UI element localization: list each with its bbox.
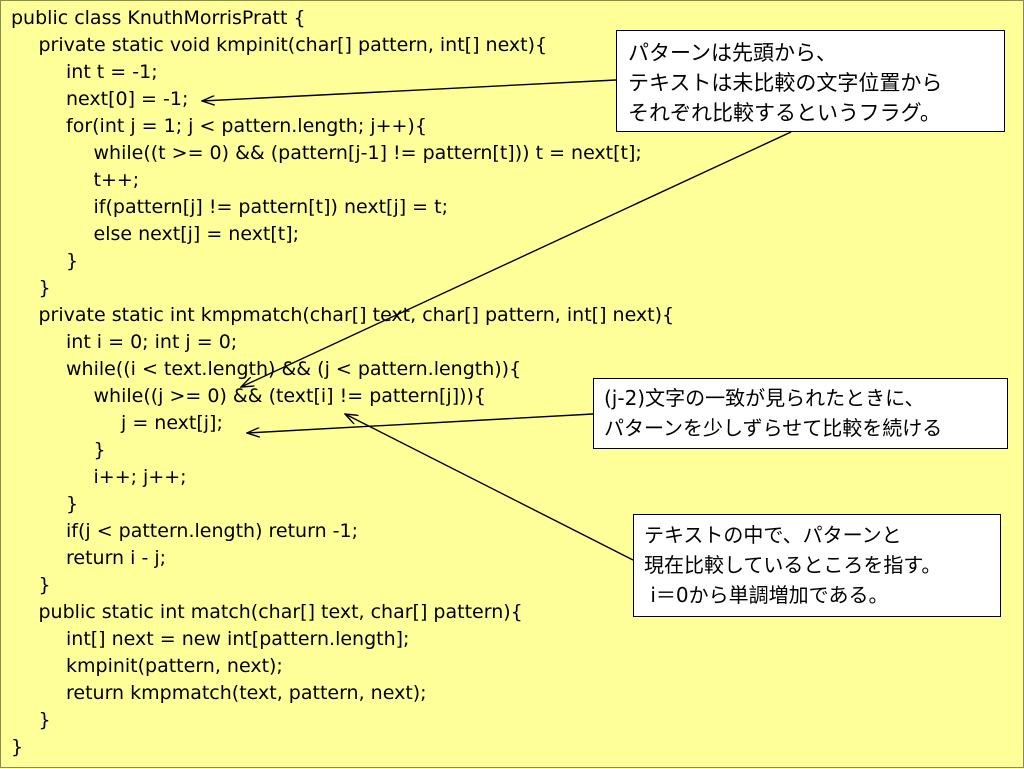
code-line: }	[66, 493, 79, 515]
code-line: public static int match(char[] text, cha…	[38, 601, 523, 623]
code-line: if(j < pattern.length) return -1;	[66, 520, 359, 542]
code-line: int i = 0; int j = 0;	[66, 331, 238, 353]
note-line: i＝0から単調増加である。	[644, 583, 889, 607]
note-line: (j-2)文字の一致が見られたときに、	[604, 386, 925, 410]
code-line: public class KnuthMorrisPratt {	[11, 7, 306, 29]
code-line: }	[66, 250, 79, 272]
code-line: int[] next = new int[pattern.length];	[66, 628, 410, 650]
arrow-to-j-next	[247, 413, 594, 433]
code-line: private static int kmpmatch(char[] text,…	[38, 304, 675, 326]
code-line: private static void kmpinit(char[] patte…	[38, 34, 548, 56]
note-line: テキストの中で、パターンと	[644, 523, 902, 547]
note-shift-explanation: (j-2)文字の一致が見られたときに、 パターンを少しずらせて比較を続ける	[593, 378, 1008, 449]
code-line: while((i < text.length) && (j < pattern.…	[66, 358, 522, 380]
code-line: if(pattern[j] != pattern[t]) next[j] = t…	[93, 196, 449, 218]
code-line: }	[93, 439, 106, 461]
code-line: }	[38, 709, 51, 731]
code-line: return i - j;	[66, 547, 167, 569]
code-line: else next[j] = next[t];	[93, 223, 300, 245]
code-line: while((t >= 0) && (pattern[j-1] != patte…	[93, 142, 642, 164]
code-line: }	[38, 574, 51, 596]
note-line: テキストは未比較の文字位置から	[628, 71, 943, 95]
code-line: kmpinit(pattern, next);	[66, 655, 283, 677]
note-line: パターンは先頭から、	[628, 41, 837, 65]
arrow-to-next0	[202, 79, 617, 101]
code-line: }	[11, 736, 24, 758]
code-line: next[0] = -1;	[66, 88, 189, 110]
code-line: j = next[j];	[121, 412, 223, 434]
arrow-to-text-i	[345, 414, 634, 561]
note-line: パターンを少しずらせて比較を続ける	[604, 416, 943, 440]
code-line: while((j >= 0) && (text[i] != pattern[j]…	[93, 385, 487, 407]
code-line: return kmpmatch(text, pattern, next);	[66, 682, 427, 704]
code-line: i++; j++;	[93, 466, 187, 488]
note-index-explanation: テキストの中で、パターンと 現在比較しているところを指す。 i＝0から単調増加で…	[633, 514, 1001, 617]
note-line: それぞれ比較するというフラグ。	[628, 101, 941, 125]
note-flag-explanation: パターンは先頭から、 テキストは未比較の文字位置から それぞれ比較するというフラ…	[616, 30, 1005, 132]
code-line: for(int j = 1; j < pattern.length; j++){	[66, 115, 427, 137]
note-line: 現在比較しているところを指す。	[644, 553, 942, 577]
arrow-to-int-i	[241, 131, 792, 387]
code-line: int t = -1;	[66, 61, 158, 83]
code-line: }	[38, 277, 51, 299]
code-line: t++;	[93, 169, 140, 191]
